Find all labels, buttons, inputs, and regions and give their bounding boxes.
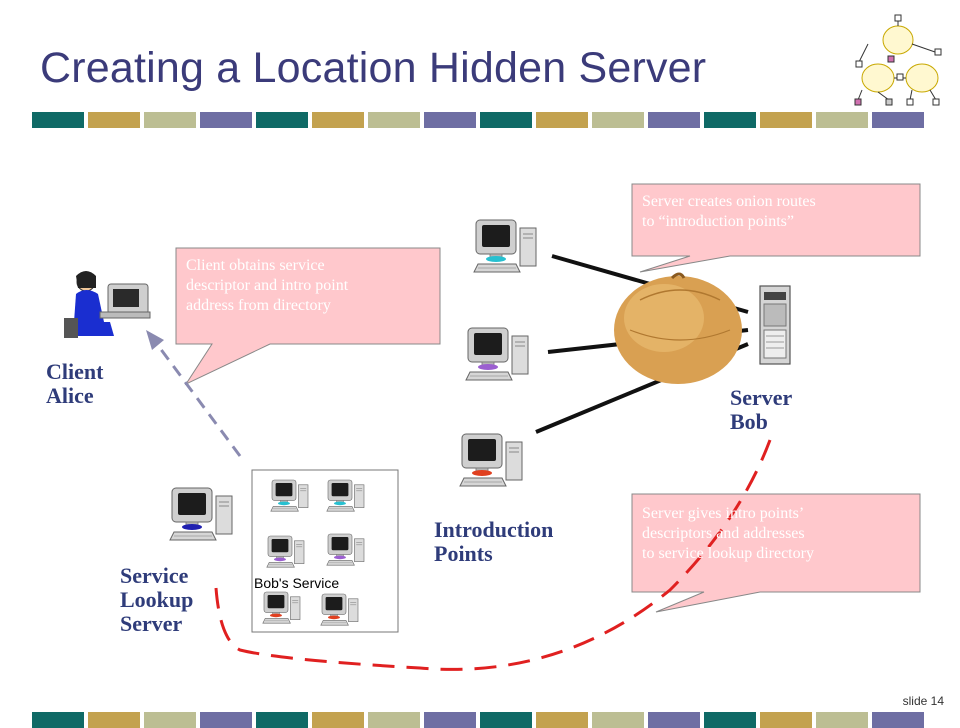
lookup-label-line-2: Lookup [120, 587, 194, 612]
intro-computer-2 [465, 327, 529, 381]
callout-routes-text: Server creates onion routes to “introduc… [642, 192, 816, 232]
lookup-server-label: Service Lookup Server [120, 564, 193, 636]
callout-gives-text: Server gives intro points’ descriptors a… [642, 504, 814, 564]
callout-client-line-2: descriptor and intro point [186, 277, 349, 294]
server-label-line-2: Bob [730, 409, 768, 434]
network-logo [854, 14, 942, 106]
callout-gives-bg [631, 493, 921, 613]
directory-computer-2 [326, 479, 365, 512]
client-label-line-2: Alice [46, 383, 94, 408]
callout-routes-bg [631, 183, 921, 273]
callout-client-bg [175, 247, 441, 386]
server-rack-icon [759, 285, 791, 365]
directory-to-client-arrow [146, 330, 242, 457]
server-to-directory-path [214, 439, 772, 671]
directory-computer-5 [262, 591, 301, 624]
callout-client-text: Client obtains service descriptor and in… [186, 256, 348, 316]
lookup-server-computer [169, 487, 233, 541]
bobs-service-label: Bob's Service [254, 575, 340, 591]
lookup-label-line-3: Server [120, 611, 183, 636]
callout-gives-line-2: descriptors and addresses [642, 525, 805, 542]
directory-computer-1 [270, 479, 309, 512]
client-alice-figure [64, 271, 151, 338]
directory-computer-4 [326, 533, 365, 566]
directory-computer-3 [266, 535, 305, 568]
client-label-line-1: Client [46, 359, 104, 384]
slide-title: Creating a Location Hidden Server [40, 44, 707, 92]
callout-client-line-3: address from directory [186, 297, 331, 314]
bottom-color-bar [32, 712, 928, 728]
intro-computer-3 [459, 433, 523, 487]
intro-computer-1 [473, 219, 537, 273]
slide-number: slide 14 [902, 694, 944, 708]
lookup-label-line-1: Service [120, 563, 189, 588]
client-alice-label: Client Alice [46, 360, 103, 408]
server-label-line-1: Server [730, 385, 793, 410]
callout-gives-line-3: to service lookup directory [642, 545, 814, 562]
server-bob-label: Server Bob [730, 386, 792, 434]
callout-routes-line-1: Server creates onion routes [642, 193, 816, 210]
onion-image [614, 272, 742, 384]
intro-points-label: Introduction Points [434, 518, 553, 566]
top-color-bar [32, 112, 928, 128]
callout-gives-line-1: Server gives intro points’ [642, 505, 805, 522]
directory-computer-6 [320, 593, 359, 626]
callout-routes-line-2: to “introduction points” [642, 213, 794, 230]
callout-client-line-1: Client obtains service [186, 257, 325, 274]
intro-label-line-1: Introduction [434, 517, 554, 542]
intro-label-line-2: Points [434, 541, 493, 566]
